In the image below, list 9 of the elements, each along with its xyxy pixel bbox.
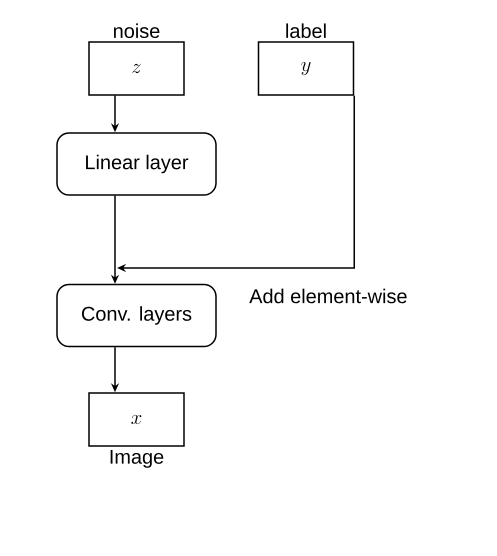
caption-text: Image — [110, 450, 164, 468]
layer-box: Linear layer — [56, 132, 217, 196]
variable-box: $z$ — [88, 41, 185, 96]
caption-text: noise — [114, 23, 160, 38]
variable-box: $y$ — [258, 41, 354, 96]
caption-text: label — [286, 23, 326, 38]
layer-box: Conv. layers — [56, 284, 217, 348]
variable-box: $x$ — [88, 392, 185, 447]
edge-label: Add element-wise — [248, 288, 409, 304]
